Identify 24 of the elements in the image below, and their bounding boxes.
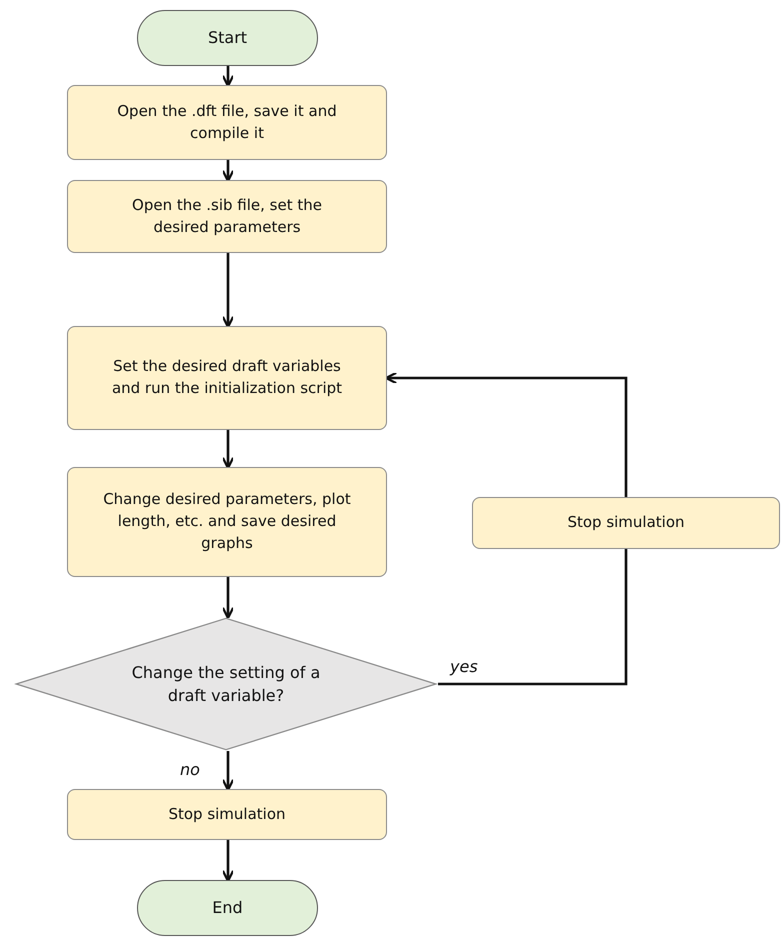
node-text: Start: [208, 27, 248, 50]
arrow: [222, 430, 234, 470]
process-box: [67, 789, 387, 840]
arrow: [222, 66, 234, 88]
node-text: Stop simulation: [567, 512, 685, 534]
arrow: [384, 372, 628, 497]
process-box: [67, 326, 387, 430]
arrow: [222, 253, 234, 328]
node-text: Open the .dft file, save it and compile it: [116, 100, 338, 144]
arrow: [222, 751, 234, 792]
arrow: [222, 160, 234, 182]
node-text: Set the desired draft variables and run the initialization script: [110, 356, 344, 399]
node-text: Open the .sib file, set the desired parameters: [131, 194, 323, 238]
process-box: [472, 497, 780, 549]
process-box: [67, 467, 387, 577]
node-text: End: [212, 897, 243, 920]
connector-line: [438, 549, 628, 686]
node-text: Stop simulation: [168, 804, 286, 825]
arrow: [222, 577, 234, 620]
arrow: [222, 840, 234, 882]
process-box: [67, 85, 387, 160]
process-box: [67, 180, 387, 253]
decision-text: Change the setting of a draft variable?: [130, 662, 322, 707]
node-text: Change desired parameters, plot length, etc. and save desired graphs: [102, 489, 352, 554]
